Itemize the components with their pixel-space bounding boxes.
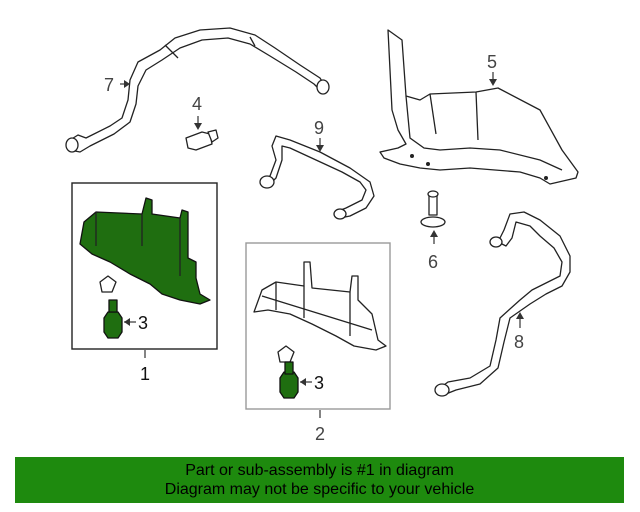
- callout-8: 8: [514, 332, 524, 352]
- callout-7: 7: [104, 75, 114, 95]
- info-banner: Part or sub-assembly is #1 in diagram Di…: [15, 457, 624, 503]
- callout-6: 6: [428, 252, 438, 272]
- callout-1: 1: [140, 364, 150, 384]
- callout-9: 9: [314, 118, 324, 138]
- callout-5: 5: [487, 52, 497, 72]
- banner-line-2: Diagram may not be specific to your vehi…: [164, 481, 475, 498]
- callout-3a: 3: [138, 313, 148, 333]
- part-5-bracket[interactable]: [379, 29, 579, 185]
- part-3-isolator-b[interactable]: [279, 361, 299, 399]
- callout-2: 2: [315, 424, 325, 444]
- part-7-hose[interactable]: [65, 27, 330, 153]
- part-4-fitting[interactable]: [185, 129, 219, 151]
- assembly-1-box[interactable]: [71, 182, 218, 350]
- part-1-oil-cooler[interactable]: [79, 197, 211, 305]
- part-8-hose[interactable]: [434, 211, 571, 397]
- part-6-bolt[interactable]: [420, 190, 446, 228]
- callout-3b: 3: [314, 373, 324, 393]
- parts-diagram: 7 4 9 5 6 8 3 3 1 2: [65, 27, 579, 444]
- part-9-line[interactable]: [259, 135, 375, 220]
- banner-line-1: Part or sub-assembly is #1 in diagram: [185, 462, 454, 479]
- assembly-2-box[interactable]: [245, 242, 391, 410]
- part-3-isolator-a[interactable]: [103, 299, 123, 339]
- callout-4: 4: [192, 94, 202, 114]
- part-2-oil-cooler[interactable]: [253, 261, 387, 363]
